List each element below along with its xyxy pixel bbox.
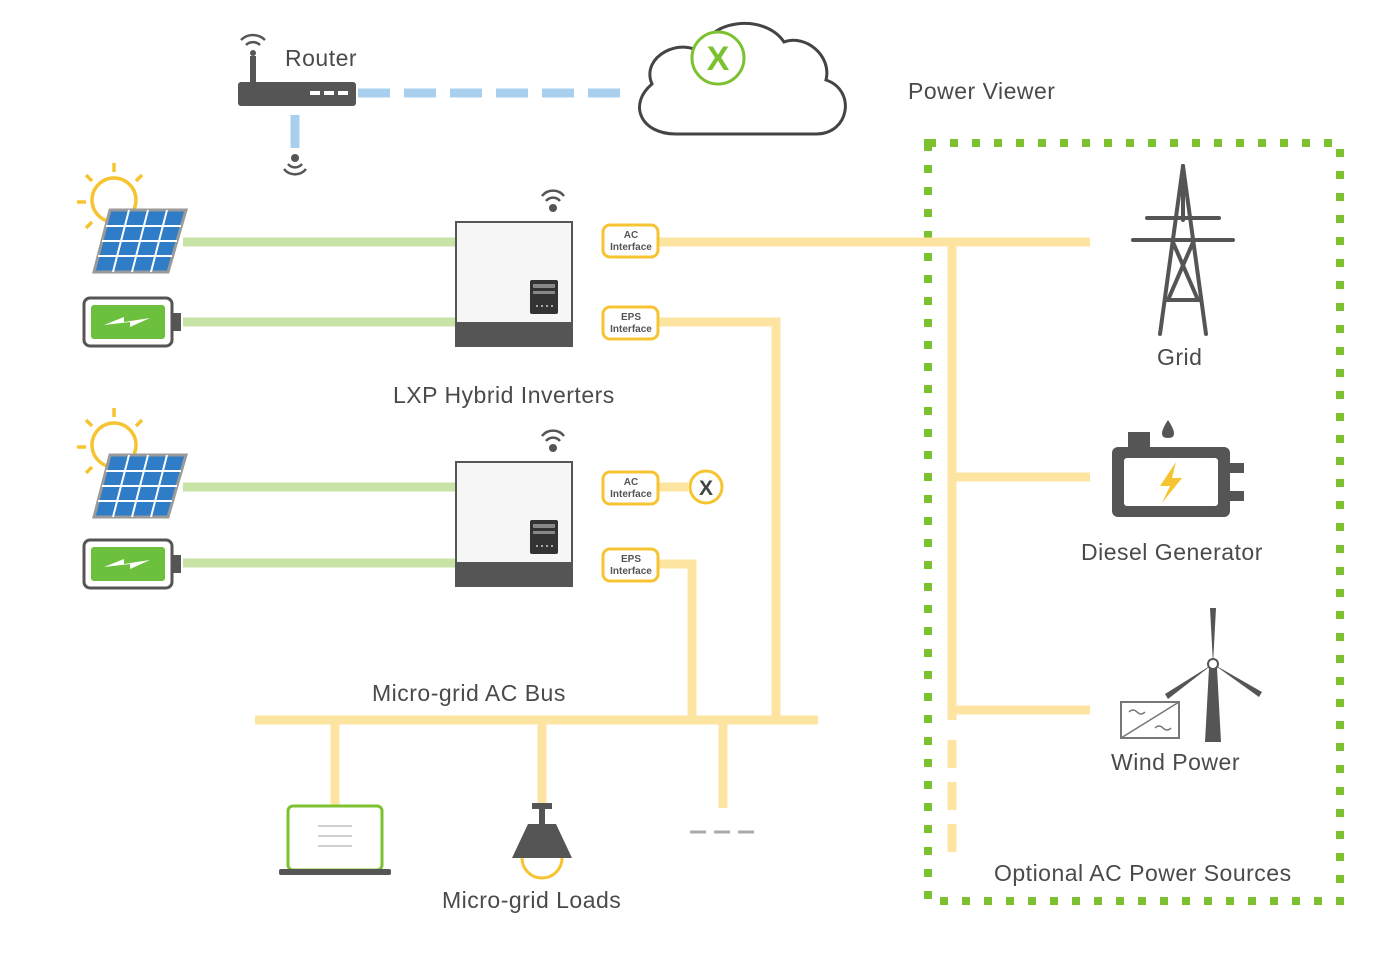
laptop-icon — [279, 804, 391, 875]
cloud-icon: X — [638, 21, 847, 136]
svg-text:X: X — [699, 477, 713, 500]
cloud-logo-icon: X — [707, 40, 730, 78]
svg-text:Interface: Interface — [610, 324, 652, 335]
optional-sources-frame — [924, 139, 1344, 905]
ac-interface-2: AC Interface — [601, 470, 660, 506]
microgrid-loads-label: Micro-grid Loads — [442, 887, 622, 913]
lxp-inverters-label: LXP Hybrid Inverters — [393, 382, 615, 408]
solar-panel-icon-2 — [77, 408, 188, 519]
hybrid-inverter-1 — [455, 221, 573, 347]
ac-wiring — [255, 237, 1090, 862]
wind-power-label: Wind Power — [1111, 749, 1240, 775]
microgrid-bus-label: Micro-grid AC Bus — [372, 680, 566, 706]
svg-text:AC: AC — [624, 230, 638, 241]
wind-turbine-icon — [1120, 608, 1262, 742]
router-icon — [238, 33, 356, 106]
battery-icon-1 — [82, 296, 181, 348]
disconnect-icon: X — [688, 469, 724, 505]
router-wifi-icon — [283, 154, 307, 176]
router-label: Router — [285, 45, 358, 71]
hybrid-inverter-2 — [455, 461, 573, 587]
svg-text:EPS: EPS — [621, 312, 641, 323]
eps-interface-2: EPS Interface — [601, 547, 660, 583]
svg-text:Interface: Interface — [610, 489, 652, 500]
svg-text:EPS: EPS — [621, 554, 641, 565]
svg-text:AC: AC — [624, 477, 638, 488]
power-viewer-label: Power Viewer — [908, 78, 1056, 104]
battery-icon-2 — [82, 538, 181, 590]
grid-tower-icon — [1131, 164, 1235, 336]
solar-panel-icon-1 — [77, 163, 188, 274]
diesel-generator-label: Diesel Generator — [1081, 539, 1263, 565]
eps-interface-1: EPS Interface — [601, 305, 660, 341]
optional-sources-label: Optional AC Power Sources — [994, 860, 1292, 886]
svg-text:Interface: Interface — [610, 566, 652, 577]
svg-text:Interface: Interface — [610, 242, 652, 253]
inverter-1-wifi-icon — [541, 189, 565, 212]
diesel-generator-icon — [1112, 420, 1244, 517]
inverter-2-wifi-icon — [541, 429, 565, 452]
ac-interface-1: AC Interface — [601, 223, 660, 259]
lamp-icon — [512, 803, 572, 880]
grid-label: Grid — [1157, 344, 1203, 370]
